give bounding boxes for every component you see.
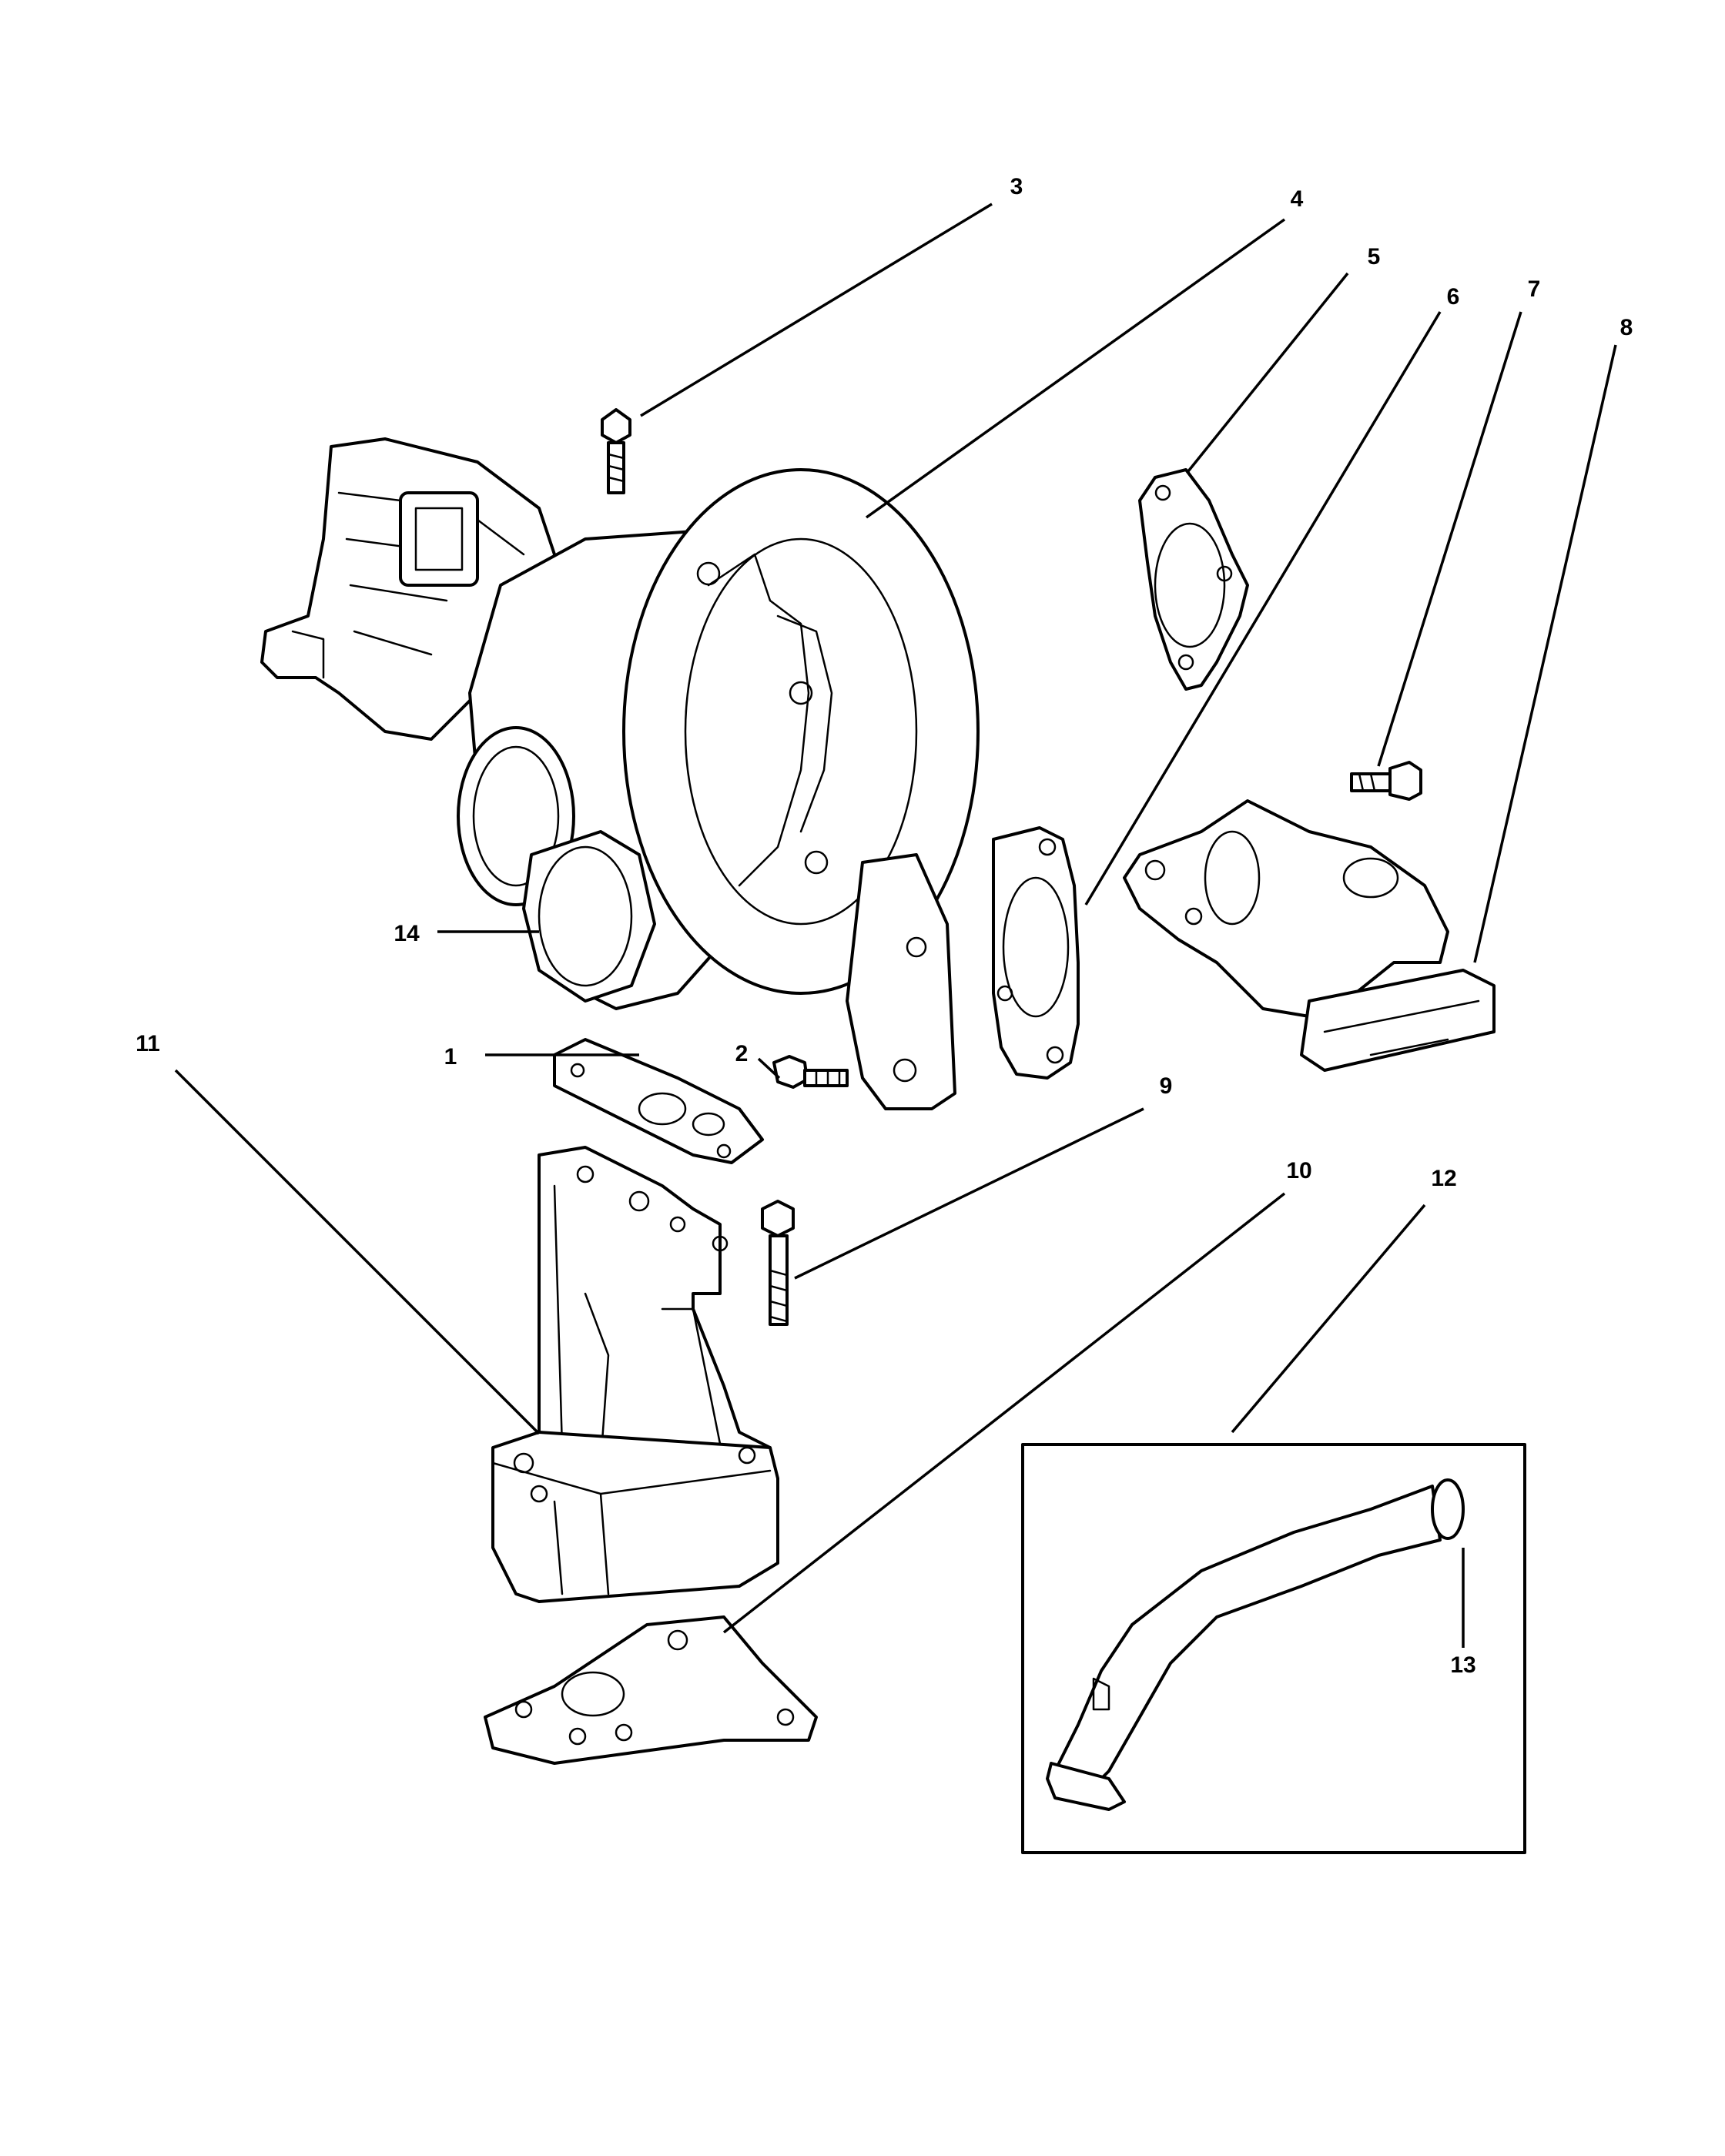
turbocharger-assembly xyxy=(260,437,980,1110)
callout-9: 9 xyxy=(1160,1073,1173,1099)
leader-5 xyxy=(1187,272,1349,473)
support-bracket-11 xyxy=(491,1146,779,1603)
leader-12 xyxy=(1231,1204,1426,1434)
callout-4: 4 xyxy=(1291,186,1304,212)
leader-8 xyxy=(1473,344,1617,963)
callout-8: 8 xyxy=(1620,315,1633,340)
bolt-9 xyxy=(761,1200,795,1326)
callout-14: 14 xyxy=(394,921,420,946)
detail-inset-12 xyxy=(1021,1443,1526,1854)
callout-5: 5 xyxy=(1368,244,1381,270)
callout-7: 7 xyxy=(1528,276,1541,302)
leader-10 xyxy=(722,1192,1286,1634)
exhaust-elbow-8 xyxy=(1123,799,1496,1072)
leader-7 xyxy=(1377,311,1522,767)
gasket-10 xyxy=(484,1615,818,1765)
callout-1: 1 xyxy=(444,1044,457,1070)
leader-2 xyxy=(757,1057,781,1080)
callout-3: 3 xyxy=(1010,174,1023,199)
leader-lines xyxy=(174,203,1617,1648)
leader-4 xyxy=(865,218,1286,519)
bolt-2 xyxy=(772,1055,849,1089)
pipe-13 xyxy=(1046,1478,1465,1811)
callout-2: 2 xyxy=(735,1041,749,1066)
callout-12: 12 xyxy=(1431,1166,1456,1191)
callout-10: 10 xyxy=(1286,1158,1311,1183)
leader-3 xyxy=(640,203,993,417)
callout-6: 6 xyxy=(1447,284,1460,310)
gasket-1 xyxy=(553,1038,764,1164)
leader-9 xyxy=(794,1107,1144,1280)
leader-11 xyxy=(174,1069,541,1435)
stud-7 xyxy=(1350,761,1422,801)
callout-labels: 1 2 3 4 5 6 7 8 9 10 11 12 13 14 xyxy=(136,174,1633,1678)
gasket-5 xyxy=(1138,468,1249,691)
callout-11: 11 xyxy=(136,1031,160,1056)
bolt-3 xyxy=(601,408,631,494)
gasket-6 xyxy=(992,826,1080,1080)
leader-6 xyxy=(1084,311,1442,906)
callout-13: 13 xyxy=(1450,1652,1475,1678)
